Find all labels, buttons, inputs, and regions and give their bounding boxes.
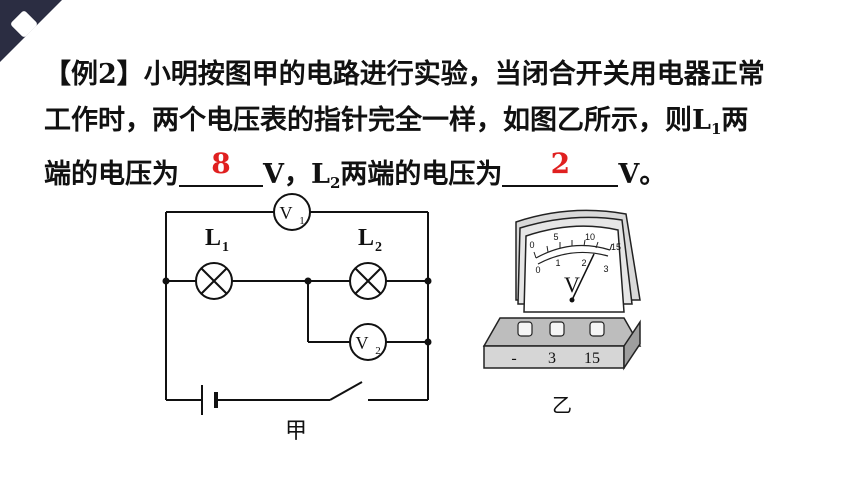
svg-text:1: 1 bbox=[555, 258, 560, 268]
lamp-l1 bbox=[195, 262, 233, 300]
voltmeter-v2 bbox=[349, 323, 387, 361]
switch-symbol bbox=[329, 381, 363, 401]
answer-1: 8 bbox=[211, 147, 231, 180]
question-text: 【例2】小明按图甲的电路进行实验，当闭合开关用电器正常 工作时，两个电压表的指针… bbox=[44, 52, 834, 206]
question-line-2: 工作时，两个电压表的指针完全一样，如图乙所示，则L1两 bbox=[44, 105, 749, 138]
svg-text:3: 3 bbox=[603, 264, 608, 274]
example-label: 【例2】 bbox=[44, 59, 144, 90]
battery-symbol bbox=[201, 385, 218, 415]
svg-text:0: 0 bbox=[535, 265, 540, 275]
svg-text:1: 1 bbox=[222, 240, 229, 255]
answer-2: 2 bbox=[550, 147, 571, 180]
svg-text:1: 1 bbox=[299, 215, 305, 227]
svg-text:0: 0 bbox=[529, 240, 534, 250]
terminal-3: 3 bbox=[548, 350, 556, 367]
svg-text:V: V bbox=[280, 203, 293, 223]
question-line-1: 【例2】小明按图甲的电路进行实验，当闭合开关用电器正常 bbox=[44, 59, 765, 90]
lamp-l1-label: L bbox=[205, 225, 221, 251]
svg-text:15: 15 bbox=[611, 242, 621, 252]
answer-blank-2: 2 bbox=[502, 147, 619, 187]
terminal-negative: - bbox=[511, 350, 516, 367]
lamp-l2-label: L bbox=[358, 225, 374, 251]
answer-blank-1: 8 bbox=[179, 147, 263, 187]
corner-decoration bbox=[0, 0, 62, 62]
svg-text:V: V bbox=[356, 333, 369, 353]
meter-caption: 乙 bbox=[552, 393, 572, 417]
circuit-caption: 甲 bbox=[285, 419, 307, 444]
svg-text:2: 2 bbox=[581, 258, 586, 268]
meter-needle bbox=[571, 253, 595, 301]
svg-text:5: 5 bbox=[553, 232, 558, 242]
svg-text:10: 10 bbox=[585, 232, 595, 242]
lamp-l2 bbox=[349, 262, 387, 300]
svg-text:2: 2 bbox=[375, 240, 382, 255]
svg-text:2: 2 bbox=[375, 345, 381, 357]
meter-unit: V bbox=[564, 272, 580, 297]
terminal-15: 15 bbox=[584, 350, 600, 367]
